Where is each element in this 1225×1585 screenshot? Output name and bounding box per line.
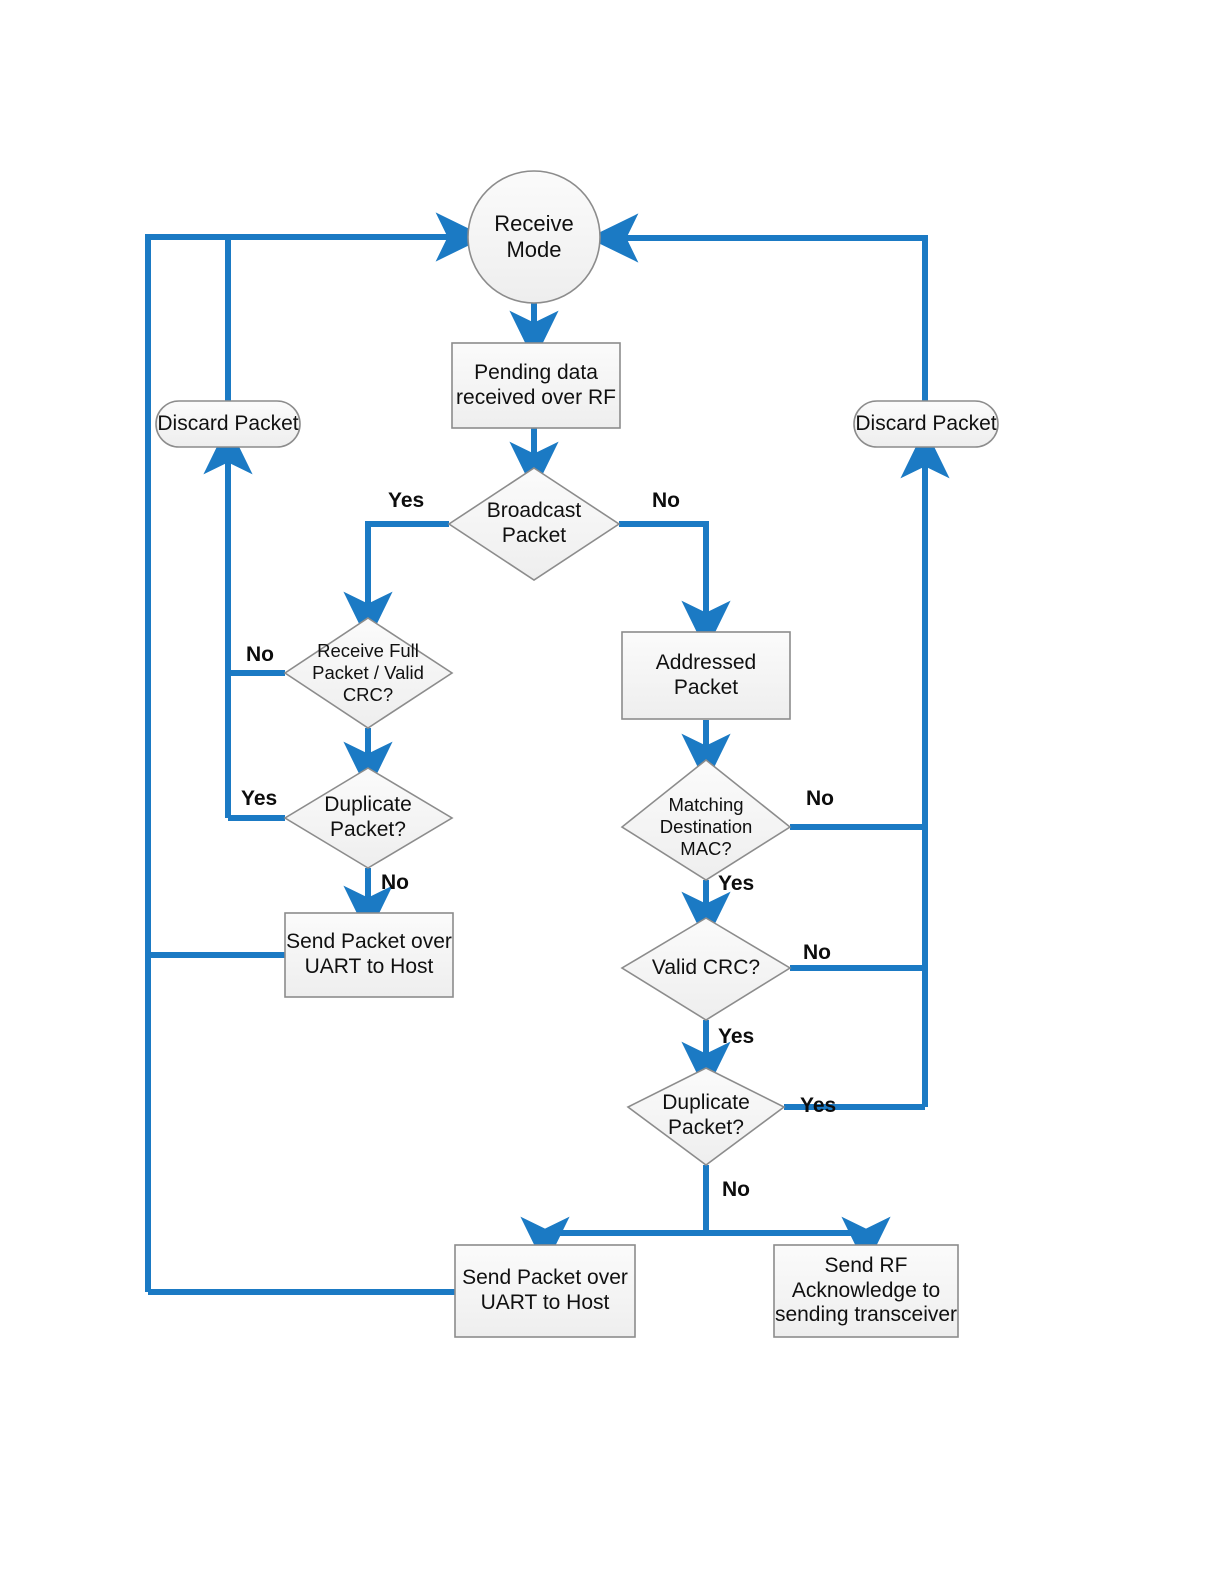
node-send-rf-ack[interactable] <box>773 1244 959 1338</box>
edge-label-matching-mac-no: No <box>806 787 834 810</box>
edge-label-duplicate-left-yes: Yes <box>241 787 278 810</box>
edge-label-duplicate-right-no: No <box>722 1178 750 1201</box>
edge-broadcast-no <box>619 521 731 651</box>
node-send-uart-bottom[interactable] <box>454 1244 636 1338</box>
node-broadcast-packet[interactable] <box>447 467 621 581</box>
edge-duplicate-right-no-left-fork <box>520 1165 709 1267</box>
edge-label-valid-crc-no: No <box>803 941 831 964</box>
node-duplicate-packet-left[interactable] <box>283 767 454 869</box>
node-duplicate-packet-right[interactable] <box>626 1067 786 1166</box>
edge-label-matching-mac-yes: Yes <box>718 872 755 895</box>
node-discard-packet-right[interactable] <box>853 400 999 448</box>
edge-label-broadcast-no: No <box>652 489 680 512</box>
node-pending-data[interactable] <box>451 342 621 429</box>
node-matching-dest-mac[interactable] <box>620 758 792 881</box>
node-receive-full-packet[interactable] <box>283 617 454 729</box>
node-send-uart-left[interactable] <box>284 912 454 998</box>
node-receive-mode[interactable] <box>467 170 601 304</box>
node-valid-crc[interactable] <box>620 917 792 1021</box>
edge-duplicate-right-no-right-fork <box>706 1216 891 1267</box>
edge-label-valid-crc-yes: Yes <box>718 1025 755 1048</box>
node-addressed-packet[interactable] <box>621 631 791 720</box>
edge-bottom-uart-to-receive-mode <box>145 234 452 1292</box>
edge-label-receive-full-no: No <box>246 643 274 666</box>
edge-label-duplicate-right-yes: Yes <box>800 1094 837 1117</box>
node-discard-packet-left[interactable] <box>155 400 301 448</box>
edge-label-duplicate-left-no: No <box>381 871 409 894</box>
edge-broadcast-yes <box>343 521 449 642</box>
edge-label-broadcast-yes: Yes <box>388 489 425 512</box>
